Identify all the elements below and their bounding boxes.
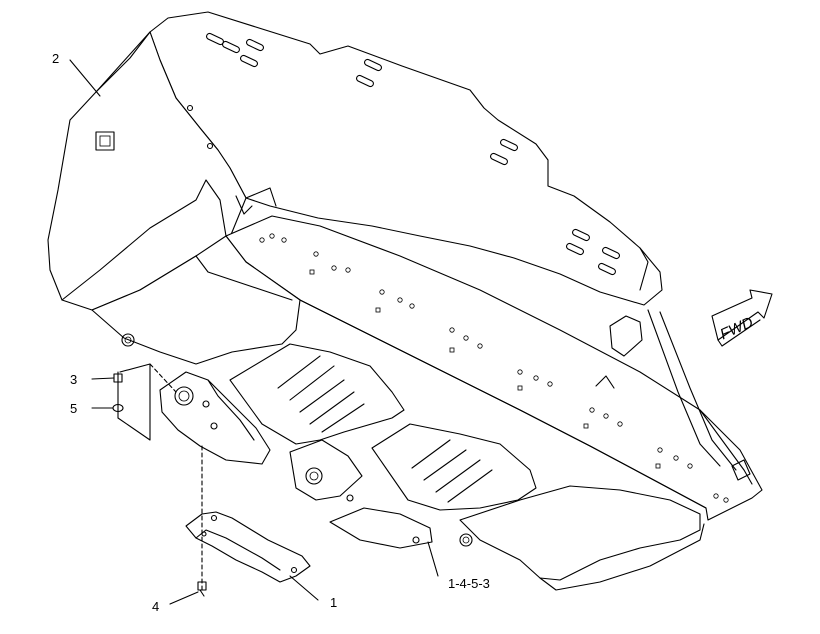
fasteners — [112, 363, 207, 597]
callout-4: 4 — [152, 599, 159, 614]
callout-2: 2 — [52, 51, 59, 66]
plate-holes — [259, 233, 729, 503]
callout-leaders — [69, 59, 439, 605]
callout-1-4-5-3: 1-4-5-3 — [448, 576, 490, 591]
bracket-plate-part-1 — [185, 511, 311, 583]
lower-housing — [91, 235, 705, 591]
callout-1: 1 — [330, 595, 337, 610]
rear-guard-part-2 — [47, 11, 663, 357]
callout-5: 5 — [70, 401, 77, 416]
guard-slots — [206, 32, 620, 276]
mounting-brackets — [159, 371, 433, 549]
skid-plates — [229, 343, 537, 511]
bottom-plate — [209, 215, 763, 521]
callout-labels: 2 3 5 4 1 1-4-5-3 — [52, 51, 490, 614]
callout-3: 3 — [70, 372, 77, 387]
bolt-4 — [197, 581, 207, 591]
fwd-arrow-icon: FWD — [711, 289, 773, 347]
